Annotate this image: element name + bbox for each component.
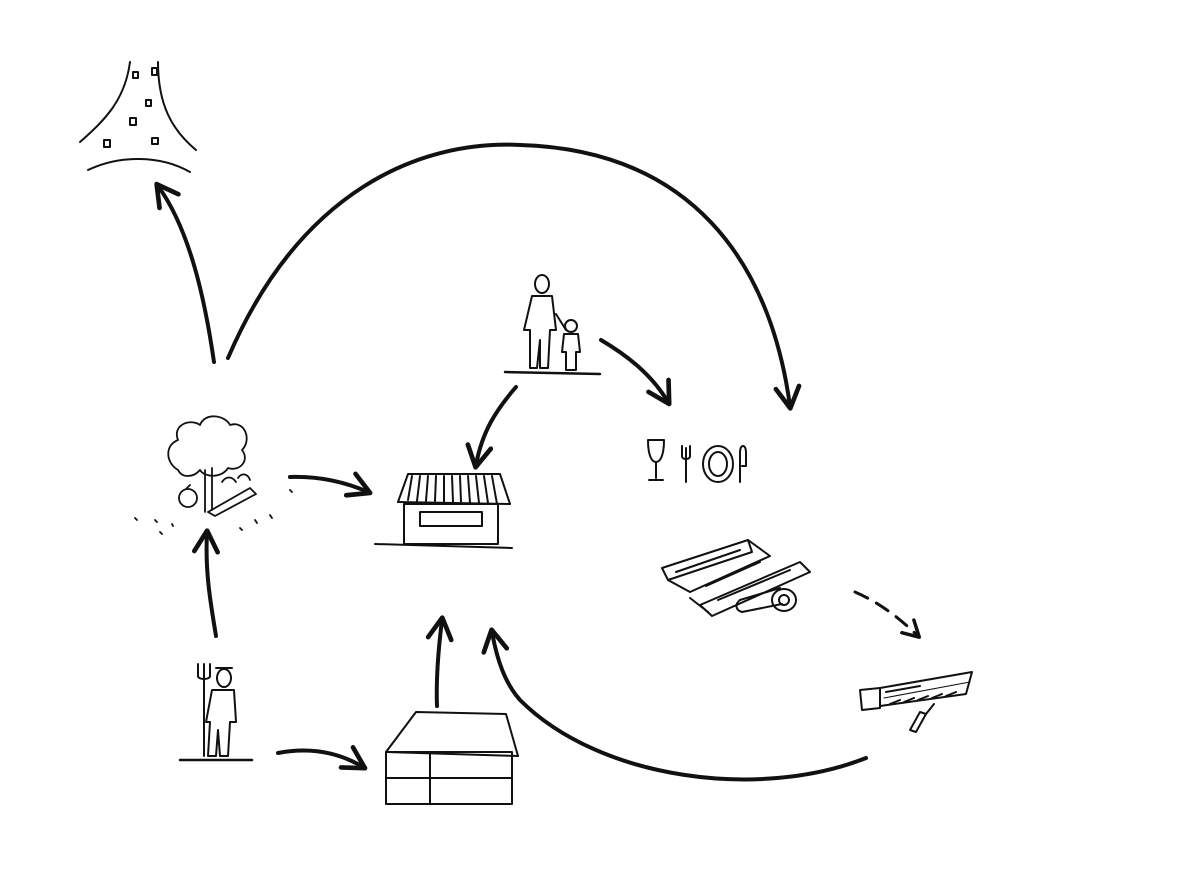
barn-building-icon xyxy=(385,711,519,805)
adult-and-child-icon xyxy=(503,274,602,376)
arrow-timber-to-tools xyxy=(853,590,922,639)
arrow-tools-to-stall xyxy=(481,627,868,782)
arrow-farmer-to-barn xyxy=(276,745,368,771)
arrow-barn-to-stall xyxy=(425,615,454,708)
arrow-visitors-to-stall xyxy=(465,385,518,470)
saw-and-screwdriver-icon xyxy=(859,671,973,733)
arrow-orchard-to-stall xyxy=(288,471,373,498)
arrow-orchard-to-dining xyxy=(226,142,802,411)
orchard-tree-produce-icon xyxy=(134,415,293,535)
arrow-farmer-to-orchard xyxy=(192,528,220,638)
edges xyxy=(154,142,922,782)
market-stall-icon xyxy=(374,473,513,549)
wood-planks-and-log-icon xyxy=(661,539,811,617)
arrow-orchard-to-city xyxy=(154,181,216,364)
farmer-with-pitchfork-icon xyxy=(178,663,254,762)
arrow-visitors-to-dining xyxy=(599,338,672,407)
wineglass-fork-plate-knife-icon xyxy=(647,439,747,483)
city-streets-icon xyxy=(79,61,197,173)
